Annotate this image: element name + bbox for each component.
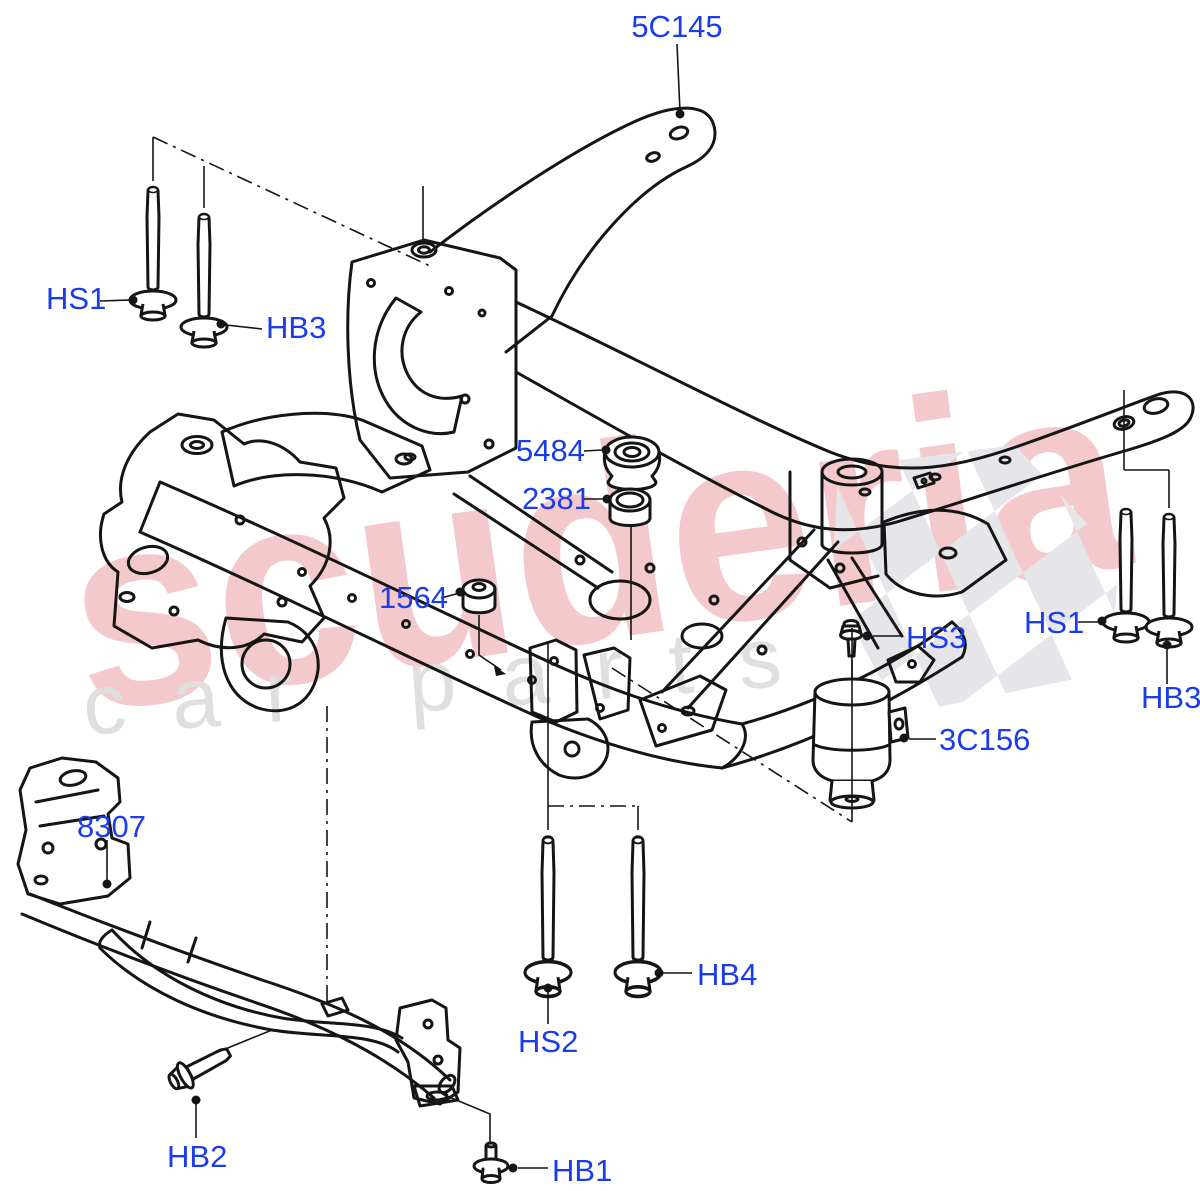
bushing-1564	[461, 578, 497, 615]
callout-hb3-right: HB3	[1141, 680, 1200, 715]
subframe-drawing	[99, 106, 1195, 780]
callout-labels: 5C145 HS1 HB3 5484 2381 1564 HS3 HS1 HB3…	[46, 9, 1200, 1188]
callout-hb2: HB2	[167, 1139, 227, 1174]
callout-hs3: HS3	[906, 620, 966, 655]
bolt-hb3-right	[1144, 512, 1194, 649]
callout-1564: 1564	[379, 580, 448, 615]
leader-dots	[102, 109, 1172, 1173]
bolt-hb1	[472, 1141, 510, 1184]
bolt-hb4	[613, 835, 663, 999]
callout-hb3-left: HB3	[266, 310, 326, 345]
callout-3c156: 3C156	[939, 722, 1030, 757]
callout-5c145: 5C145	[631, 9, 722, 44]
bolt-hb2	[167, 1047, 232, 1091]
spacer-ring-2381	[608, 487, 652, 527]
callout-hb4: HB4	[697, 957, 757, 992]
callout-hs1-left: HS1	[46, 281, 106, 316]
watermark: scuderia car parts	[50, 319, 1144, 771]
callout-2381: 2381	[522, 481, 591, 516]
mount-cup-5484	[602, 435, 662, 491]
callout-5484: 5484	[516, 433, 585, 468]
callout-hs2: HS2	[518, 1024, 578, 1059]
callout-hs1-right: HS1	[1024, 605, 1084, 640]
construction-lines	[152, 136, 853, 1002]
callout-hb1: HB1	[552, 1153, 612, 1188]
bolt-hs2	[523, 835, 573, 999]
callout-8307: 8307	[77, 809, 146, 844]
leader-lines	[99, 43, 1170, 1169]
